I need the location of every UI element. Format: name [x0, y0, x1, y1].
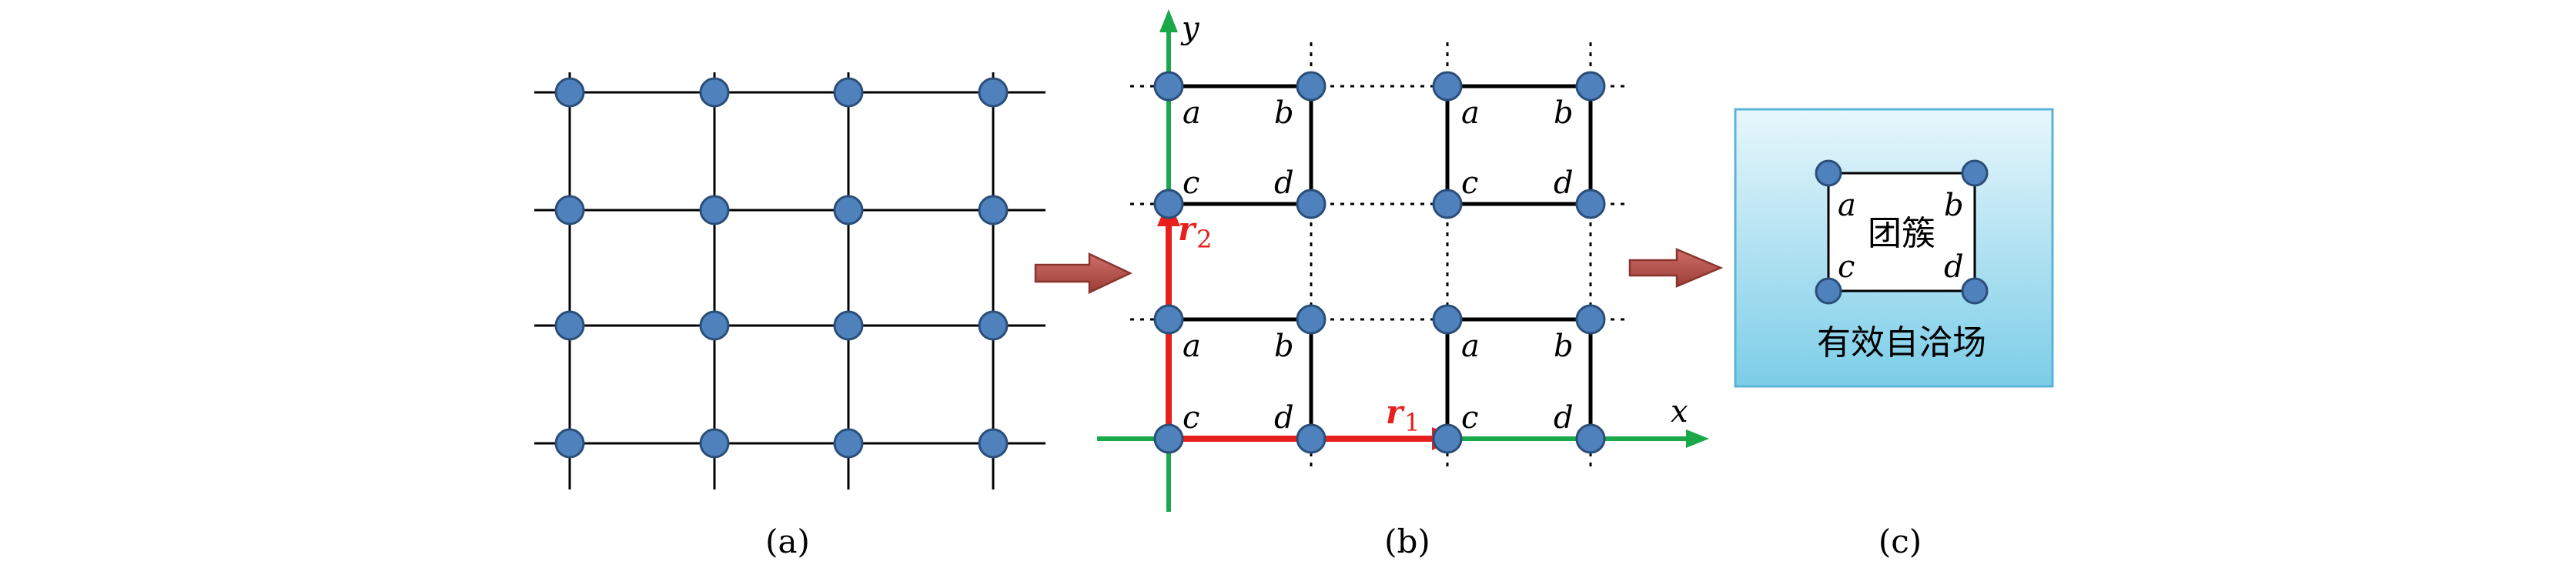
lattice-site [1153, 189, 1184, 219]
lattice-site [554, 195, 585, 226]
lattice-site [1153, 304, 1184, 335]
lattice-site [1575, 189, 1606, 219]
lattice-site [978, 77, 1009, 108]
site-label: a [1461, 95, 1480, 131]
site-label: d [1554, 400, 1574, 436]
lattice-site [1296, 71, 1326, 102]
lattice-site [1153, 71, 1184, 102]
site-label: d [1554, 165, 1574, 201]
lattice-site [1575, 304, 1606, 335]
lattice-site [978, 310, 1009, 341]
lattice-bonds [534, 72, 1045, 489]
caption-b: (b) [1384, 523, 1430, 560]
lattice-site [978, 195, 1009, 226]
lattice-site [554, 310, 585, 341]
site-label: b [1274, 329, 1294, 364]
right-arrow-icon [1034, 252, 1132, 294]
lattice-site [833, 310, 864, 341]
lattice-site [1432, 423, 1463, 454]
lattice-site [554, 428, 585, 459]
lattice-sites [554, 77, 1009, 459]
cluster-square [1827, 172, 1976, 292]
site-label: c [1838, 249, 1855, 285]
site-label: c [1461, 400, 1478, 436]
site-label: a [1183, 329, 1201, 364]
lattice-site [833, 77, 864, 108]
lattice-site [1961, 277, 1989, 305]
effective-field-label: 有效自洽场 [1817, 323, 1986, 363]
lattice-site [1296, 304, 1326, 335]
lattice-site [1432, 189, 1463, 219]
lattice-site [699, 77, 730, 108]
lattice-site [1432, 71, 1463, 102]
y-axis-label: y [1180, 11, 1200, 46]
x-axis-label: x [1671, 394, 1688, 429]
site-label: d [1944, 249, 1964, 285]
site-label: c [1183, 400, 1199, 436]
lattice-site [1815, 277, 1842, 305]
site-label: c [1183, 165, 1199, 201]
site-label: b [1554, 95, 1574, 131]
site-label: a [1183, 95, 1201, 131]
lattice-site [1153, 423, 1184, 454]
lattice-site [1296, 423, 1326, 454]
site-label: d [1274, 400, 1294, 436]
panel-c-effective-field: a b c d 团簇 有效自洽场 [1734, 108, 2054, 388]
site-labels: a b c d a b c d a b c d a b c d [1183, 95, 1574, 436]
r2-label: r2 [1178, 210, 1213, 254]
lattice-site [1296, 189, 1326, 219]
site-label: b [1944, 188, 1964, 223]
site-label: d [1274, 165, 1294, 201]
panel-a-square-lattice [534, 72, 1045, 489]
lattice-site [554, 77, 585, 108]
lattice-site [1815, 159, 1842, 187]
site-label: a [1461, 329, 1480, 364]
lattice-site [699, 310, 730, 341]
cluster-site-labels: a b c d [1838, 188, 1964, 285]
site-label: a [1838, 188, 1856, 223]
cluster-bonds [1166, 84, 1593, 441]
caption-a: (a) [765, 523, 810, 560]
lattice-site [833, 195, 864, 226]
right-arrow-icon [1628, 248, 1724, 288]
panel-b-cluster-tiling: a b c d a b c d a b c d a b c d x y r1 r2 [1097, 9, 1709, 512]
r1-label: r1 [1386, 393, 1420, 437]
site-label: b [1554, 329, 1574, 364]
site-label: b [1274, 95, 1294, 131]
lattice-site [1575, 423, 1606, 454]
cluster-square [1445, 84, 1593, 206]
lattice-site [699, 195, 730, 226]
lattice-site [699, 428, 730, 459]
lattice-site [1432, 304, 1463, 335]
lattice-site [978, 428, 1009, 459]
cluster-label: 团簇 [1868, 214, 1935, 253]
site-label: c [1461, 165, 1478, 201]
lattice-sites [1153, 71, 1606, 454]
lattice-site [1575, 71, 1606, 102]
lattice-site [833, 428, 864, 459]
caption-c: (c) [1878, 523, 1922, 560]
lattice-site [1961, 159, 1989, 187]
cluster-sites [1815, 159, 1989, 305]
